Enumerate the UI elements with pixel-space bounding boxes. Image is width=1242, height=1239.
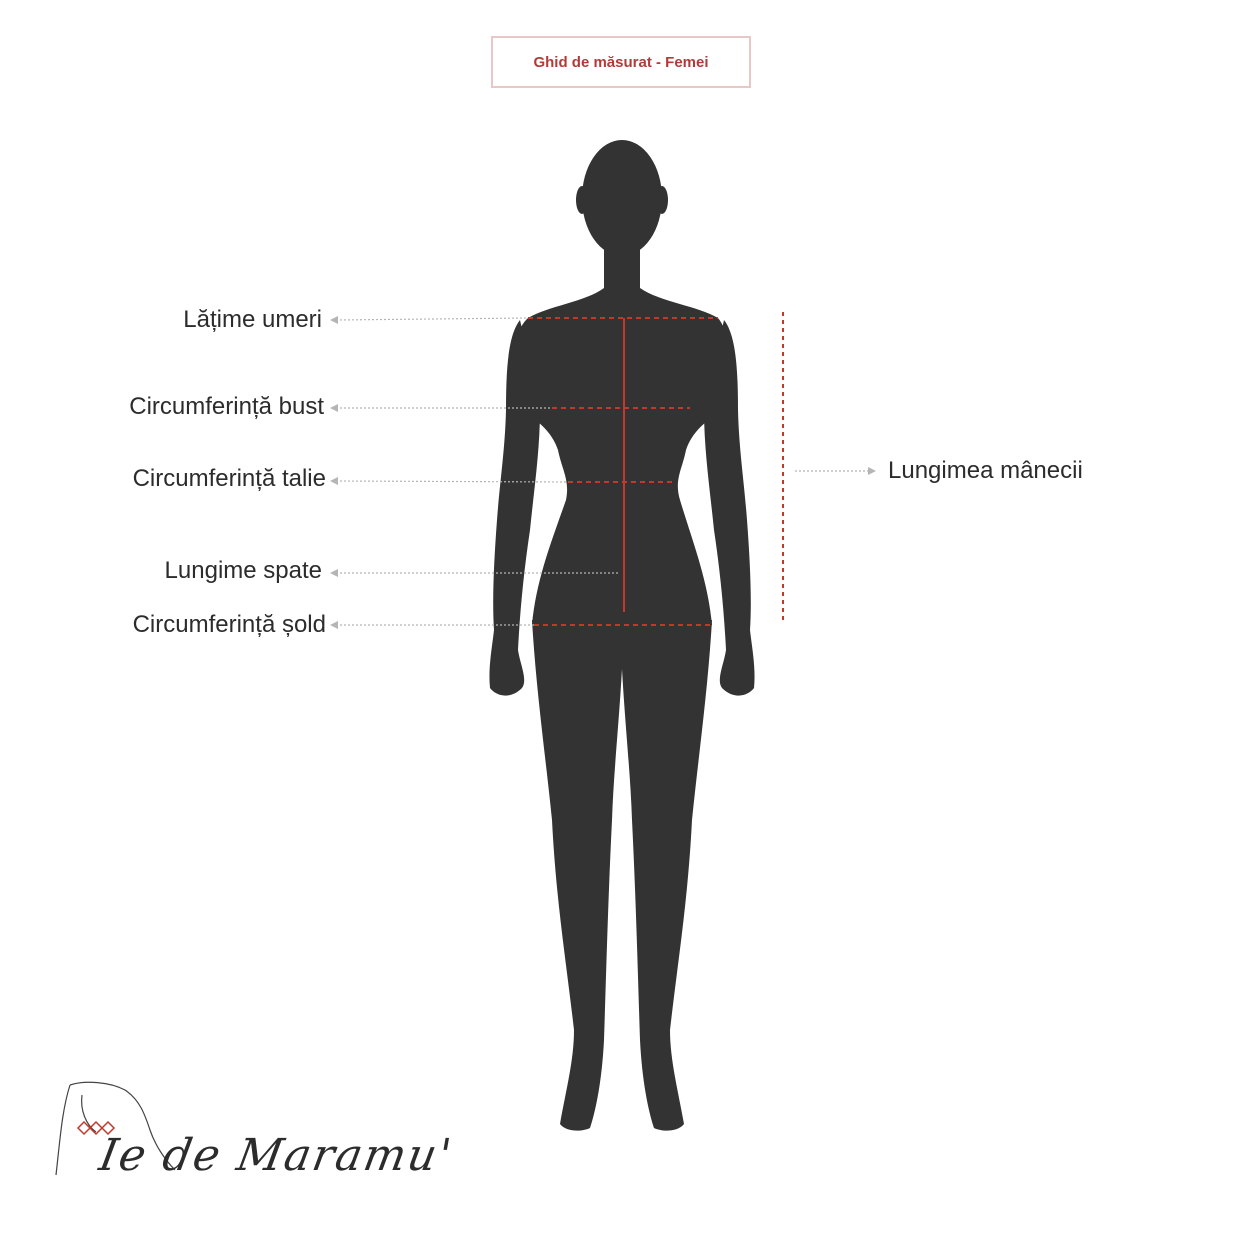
logo-shoulder-sketch — [55, 1081, 176, 1176]
label-waist: Circumferință talie — [132, 465, 326, 492]
label-hip: Circumferință șold — [132, 611, 326, 638]
leg-left — [532, 620, 624, 1131]
hip-arrow — [330, 621, 338, 629]
arm-left — [489, 320, 540, 696]
brand-logo-text: Ie de Maramu' — [95, 1130, 457, 1181]
logo-embroidery — [76, 1120, 116, 1136]
leader-lines — [335, 317, 870, 626]
arm-right — [704, 320, 755, 696]
waist-arrow — [330, 477, 338, 485]
shoulder-arrow — [330, 316, 338, 324]
ear-right — [656, 186, 668, 214]
label-sleeve-length: Lungimea mânecii — [888, 457, 1083, 484]
head — [582, 140, 662, 256]
ear-left — [576, 186, 588, 214]
bust-arrow — [330, 404, 338, 412]
waist-leader — [335, 480, 569, 483]
sleeve-arrow — [868, 467, 876, 475]
leg-right — [620, 620, 712, 1131]
torso — [515, 245, 729, 625]
back-length-arrow — [330, 569, 338, 577]
label-bust: Circumferință bust — [129, 393, 324, 420]
logo-mark — [55, 1081, 176, 1176]
female-silhouette — [489, 140, 755, 1131]
measure-lines — [528, 312, 784, 626]
shoulder-leader — [335, 317, 529, 321]
leader-arrowheads — [330, 316, 876, 629]
label-shoulder-width: Lățime umeri — [183, 306, 322, 333]
guide-title: Ghid de măsurat - Femei — [491, 36, 751, 88]
label-back-length: Lungime spate — [164, 557, 322, 584]
